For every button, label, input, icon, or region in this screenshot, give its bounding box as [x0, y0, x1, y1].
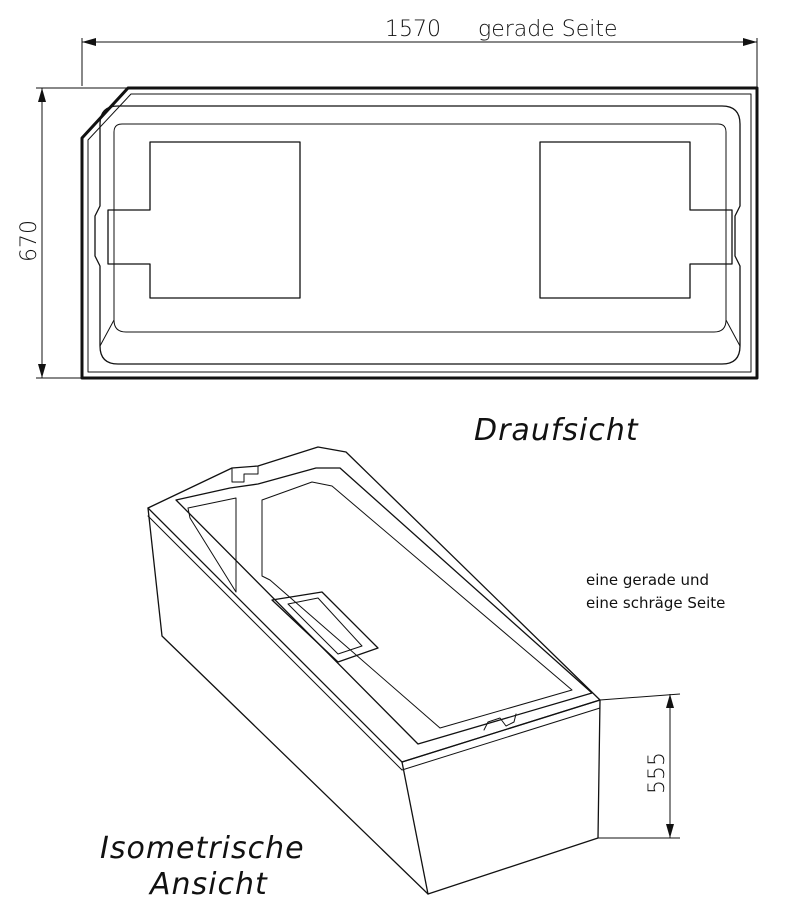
- left-recess: [107, 141, 301, 299]
- isometric-drawing: 555: [147, 446, 681, 895]
- iso-title-line-1: Isometrische: [100, 831, 305, 866]
- iso-sump: [271, 591, 379, 663]
- iso-basin: [175, 467, 593, 745]
- right-recess: [539, 141, 733, 299]
- tub-inner-rim: [94, 105, 741, 365]
- length-value: 1570: [385, 17, 441, 42]
- height-value: 555: [645, 752, 670, 794]
- width-dimension: 670: [17, 87, 128, 379]
- length-dimension: 1570 gerade Seite: [81, 17, 758, 88]
- tub-outer-outline: [80, 86, 759, 380]
- note-line-1: eine gerade und: [586, 571, 709, 589]
- iso-title-line-2: Ansicht: [148, 867, 268, 900]
- top-view-drawing: 1570 gerade Seite 670: [17, 17, 759, 380]
- note-line-2: eine schräge Seite: [586, 594, 725, 612]
- height-dimension: 555: [598, 693, 681, 839]
- top-view-title: Draufsicht: [474, 413, 639, 448]
- iso-rim-outer: [147, 446, 601, 763]
- iso-short-face: [401, 699, 601, 895]
- iso-long-face: [147, 507, 429, 895]
- length-note: gerade Seite: [478, 17, 618, 42]
- width-value: 670: [17, 220, 42, 262]
